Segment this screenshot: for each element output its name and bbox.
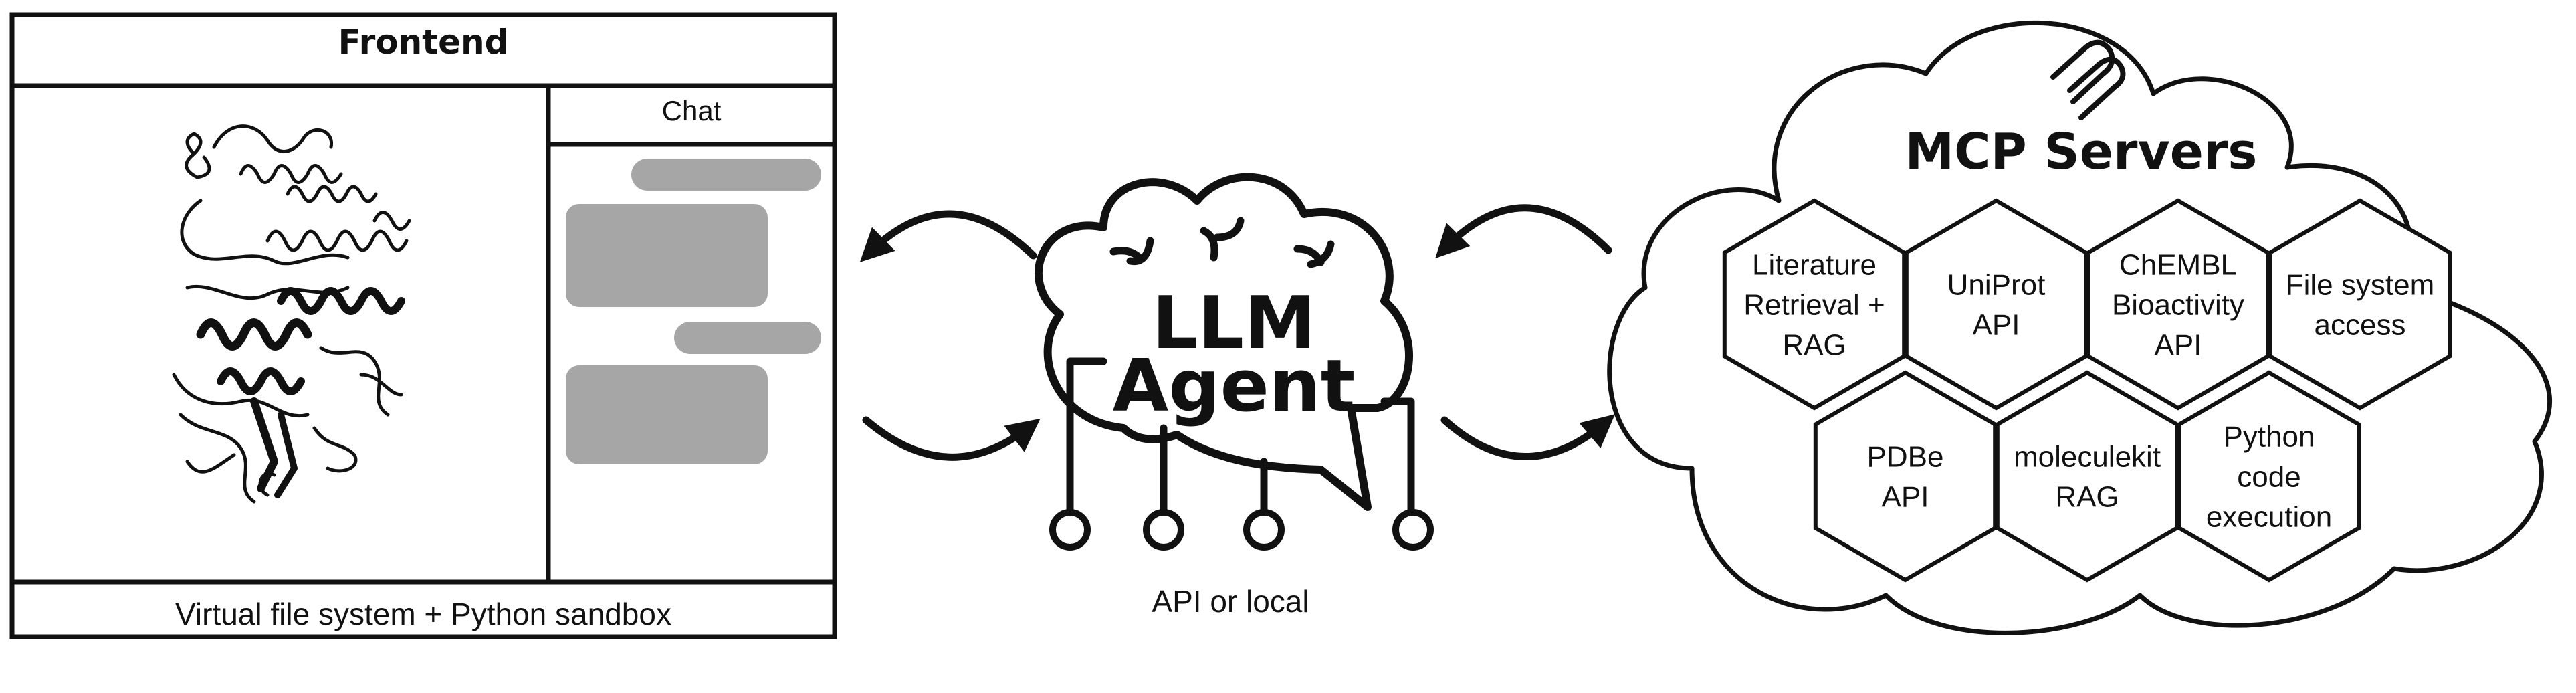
mcp-server-label: API [2155,328,2202,361]
mcp-server-label: Python [2224,420,2315,453]
mcp-server-label: Literature [1752,248,1876,281]
mcp-title: MCP Servers [1905,123,2258,181]
cloud-icon [1607,21,2552,635]
mcp-server-label: File system [2286,268,2434,301]
mcp-server-label: Bioactivity [2112,288,2244,321]
arrow-frontend-to-agent [862,416,1041,461]
mcp-server-label: API [1882,480,1929,513]
mcp-server-hexagon: Python code execution [2177,370,2361,583]
chat-bubble-agent [566,365,768,464]
mcp-server-label: Retrieval + [1743,288,1885,321]
brain-cloud-icon: LLM Agent [1035,173,1434,551]
chat-messages [566,159,821,464]
mcp-server-label: execution [2206,500,2332,533]
frontend-footer: Virtual file system + Python sandbox [175,597,671,631]
mcp-server-label: RAG [1782,328,1846,361]
chat-label: Chat [662,95,722,126]
arrow-agent-to-mcp [1440,414,1616,460]
agent-title-line1: LLM [1152,282,1315,365]
mcp-server-label: UniProt [1947,268,2046,301]
mcp-server-label: moleculekit [2014,440,2161,473]
mcp-logo-icon [2050,39,2126,120]
mcp-server-label: access [2315,308,2406,341]
protein-structure-icon [172,124,411,504]
mcp-server-label: PDBe [1867,440,1944,473]
arrow-mcp-to-agent [1435,204,1612,259]
frontend-panel: Frontend Chat Virtual file system + Pyth… [9,12,837,639]
chat-bubble-user [631,159,821,191]
agent-title-line2: Agent [1113,344,1356,428]
flow-arrows [859,204,1616,461]
chat-bubble-agent [566,204,768,307]
arrow-agent-to-frontend [859,210,1037,262]
mcp-server-label: ChEMBL [2119,248,2237,281]
agent-caption: API or local [1152,584,1309,619]
chat-bubble-user [674,322,821,354]
mcp-server-label: API [1973,308,2020,341]
mcp-server-hexagon: File system access [2268,198,2452,411]
frontend-title: Frontend [338,23,509,62]
mcp-server-label: RAG [2055,480,2119,513]
mcp-server-label: code [2237,460,2300,493]
